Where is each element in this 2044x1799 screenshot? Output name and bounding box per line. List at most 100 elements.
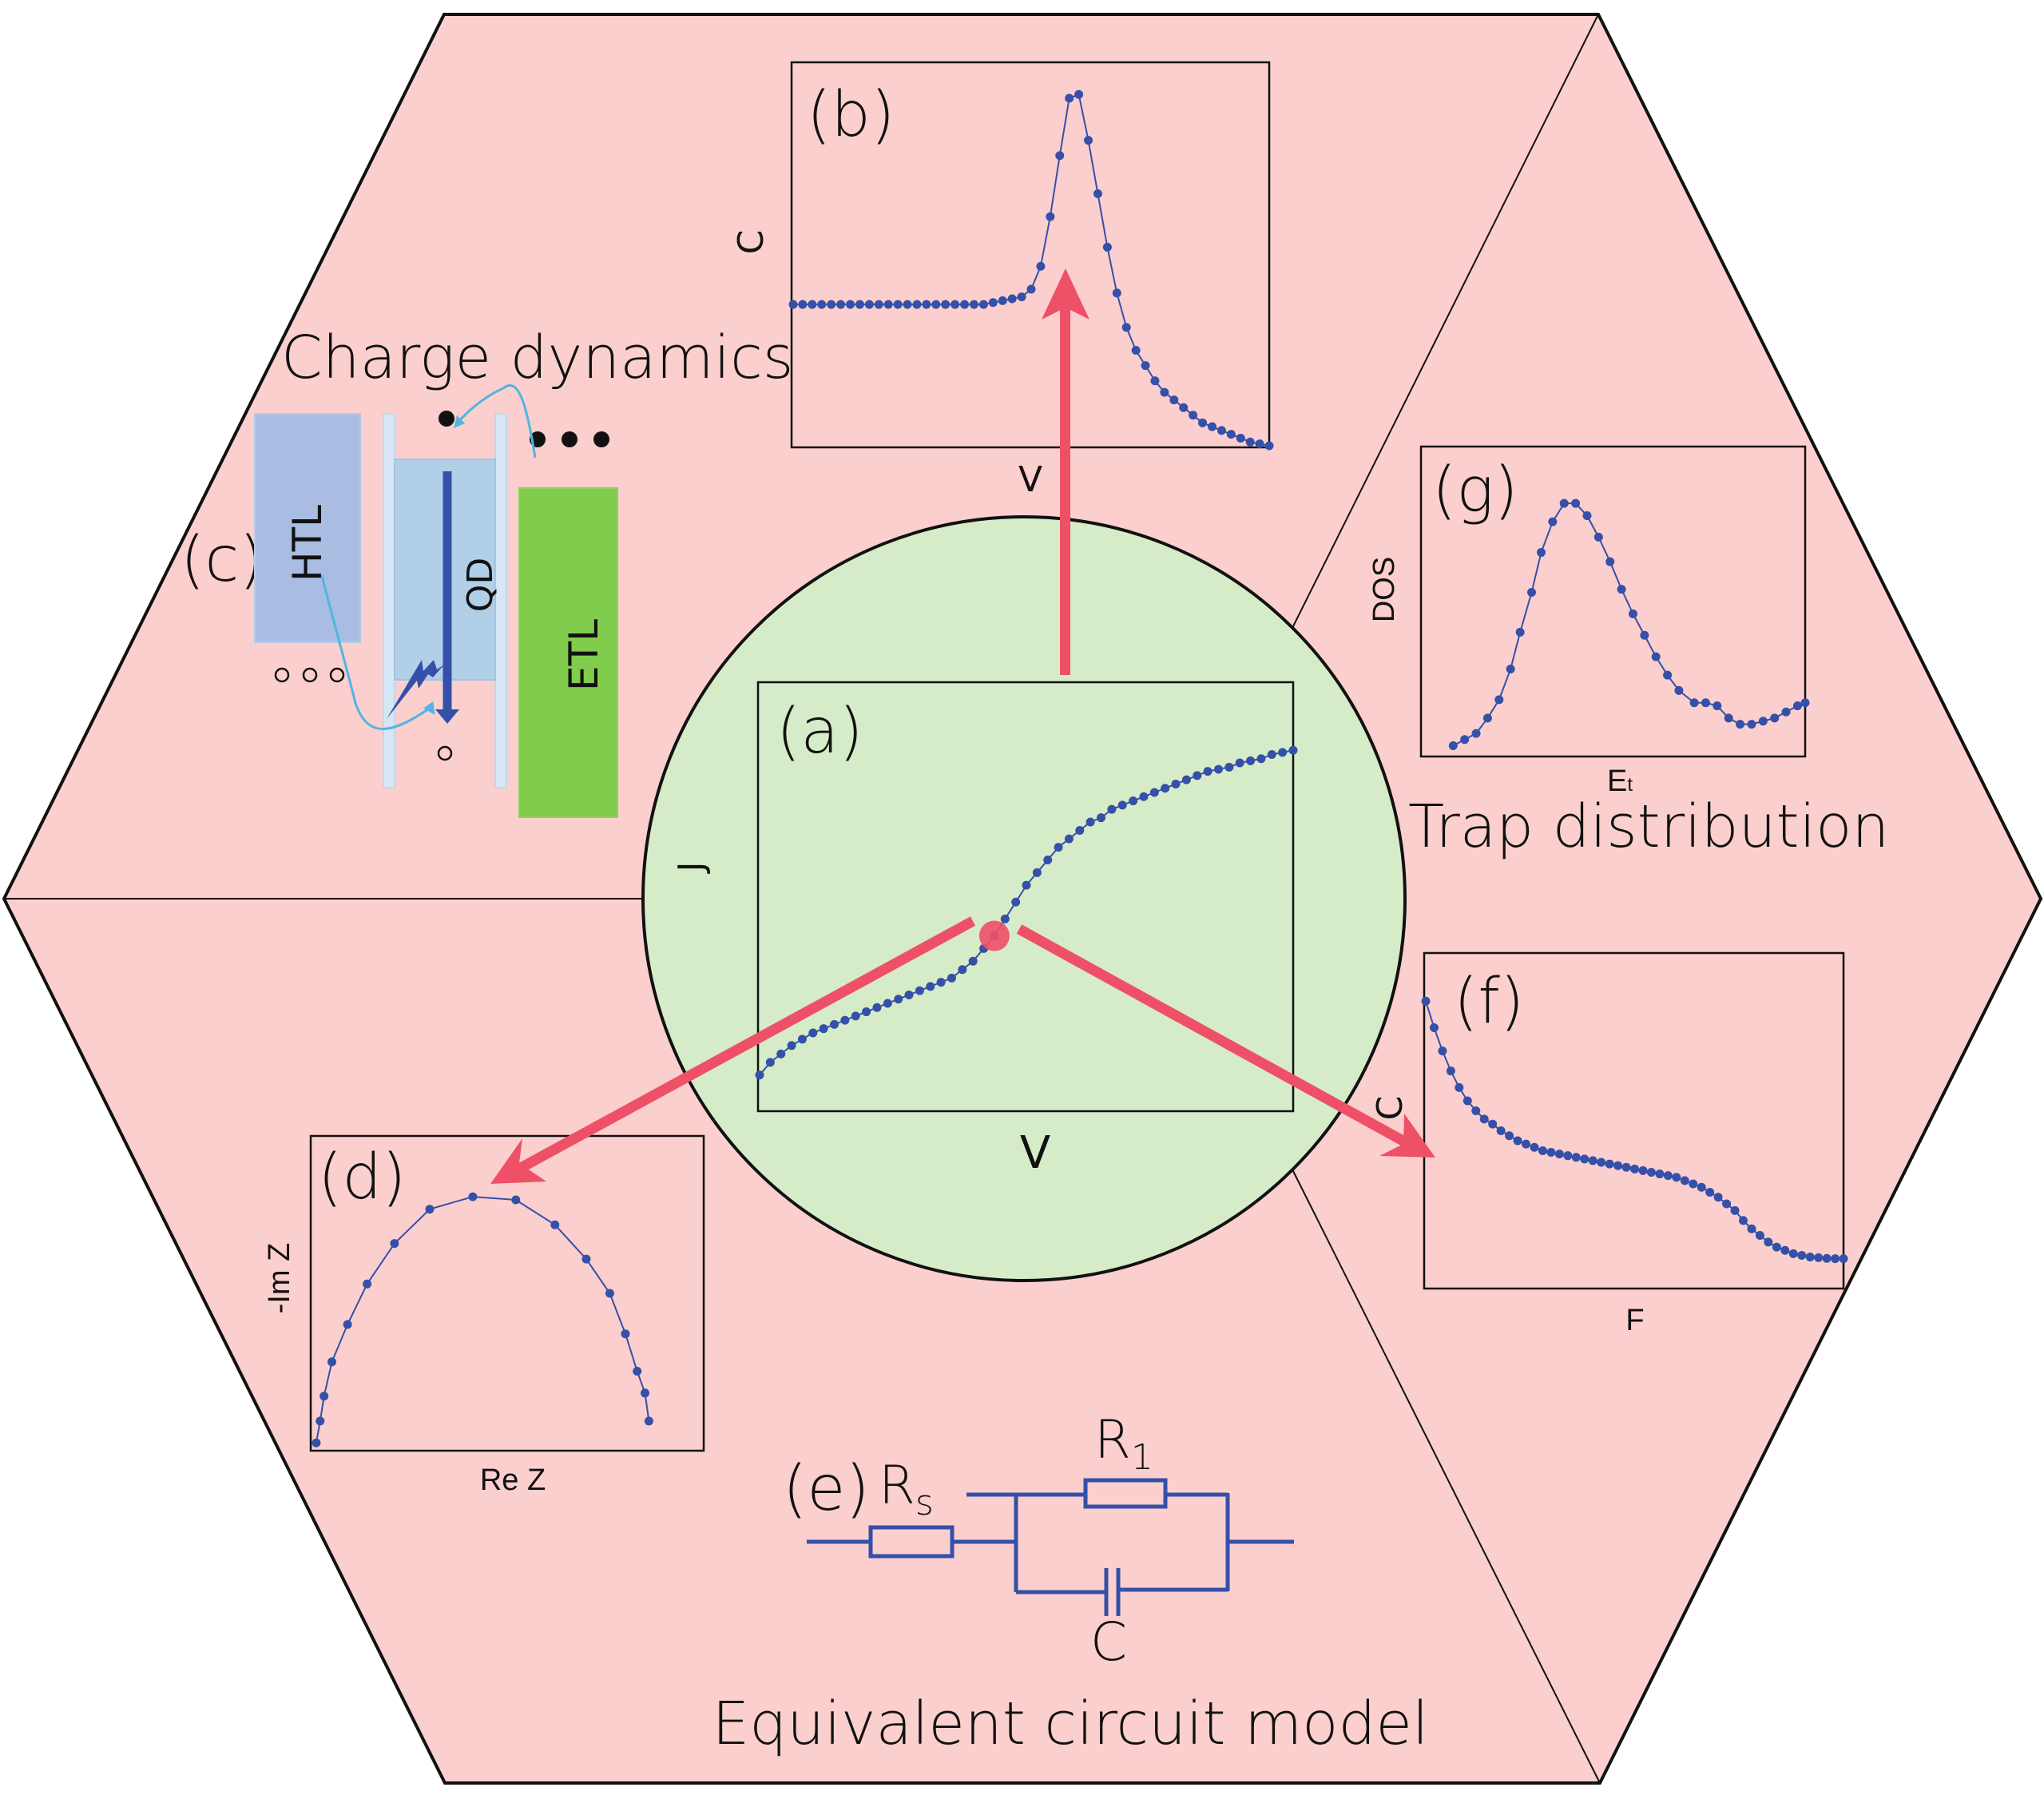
data-point-a-26 [1032,868,1042,877]
data-point-f-24 [1621,1162,1631,1172]
data-point-g-5 [1506,664,1515,673]
data-point-a-33 [1107,804,1117,814]
data-point-g-9 [1548,517,1558,526]
data-point-a-38 [1161,784,1170,793]
highlighted-operating-point [978,920,1010,951]
data-point-f-48 [1822,1253,1832,1263]
data-point-a-3 [787,1041,796,1050]
panel-a-frame [756,681,1295,1113]
panel-c-label: (c) [181,524,264,596]
qd-label: QD [460,558,501,613]
data-point-g-30 [1792,701,1802,711]
electron-etl-3 [593,431,609,447]
data-point-a-5 [808,1028,818,1038]
panel-f-ylabel: C [1370,1096,1411,1121]
data-point-f-20 [1588,1156,1597,1166]
data-point-a-1 [765,1058,775,1067]
panel-g-label: (g) [1432,455,1518,526]
data-point-b-14 [922,300,931,309]
data-point-b-0 [788,300,798,309]
data-point-f-4 [1455,1082,1464,1092]
data-point-a-34 [1117,800,1127,810]
sector-divider-upper-right [1292,14,1599,629]
data-point-b-38 [1150,376,1160,386]
data-point-b-43 [1198,418,1208,427]
data-point-a-6 [819,1024,828,1034]
data-point-b-19 [969,300,978,309]
data-point-a-23 [1000,914,1010,923]
data-point-a-20 [968,956,978,966]
data-point-b-26 [1036,261,1046,271]
etl-layer [518,487,618,818]
data-point-a-18 [947,973,956,983]
data-point-f-35 [1713,1193,1723,1202]
data-point-f-27 [1646,1167,1656,1177]
electron-injection-arrowhead-icon [454,415,465,428]
data-point-g-27 [1758,717,1768,726]
data-point-a-43 [1213,764,1223,774]
panel-a-jv-chart: (a) J V [671,681,1298,1179]
data-point-g-13 [1594,532,1603,542]
data-point-d-14 [633,1367,642,1376]
label-rs: Rs [879,1455,934,1523]
label-c: C [1090,1611,1127,1673]
data-point-d-6 [390,1239,399,1249]
data-point-a-4 [797,1035,807,1044]
panel-b-ylabel: C [731,230,772,255]
data-point-d-11 [581,1254,591,1264]
panel-d-nyquist-chart: (d) -Im Z Re Z [263,1134,705,1497]
panel-b-cv-chart: (b) C V [731,61,1274,500]
data-point-g-0 [1448,741,1458,750]
electron-injection-arrow [455,384,537,459]
data-point-f-28 [1655,1170,1665,1179]
hole-htl-3 [329,667,345,683]
data-point-a-19 [958,965,967,975]
data-point-a-31 [1086,817,1095,827]
section-title-charge-dynamics: Charge dynamics [281,324,793,392]
data-point-g-2 [1471,729,1481,738]
data-point-b-10 [883,300,893,309]
data-point-b-28 [1055,151,1065,161]
data-point-f-41 [1764,1237,1773,1247]
data-point-a-47 [1256,754,1266,764]
data-point-g-15 [1617,585,1626,594]
center-circle [641,515,1407,1282]
data-point-a-25 [1022,880,1031,890]
panel-g-dos-chart: (g) DOS Et [1367,445,1810,798]
label-r1: R1 [1094,1409,1153,1478]
data-point-g-8 [1536,548,1546,558]
data-point-f-33 [1697,1182,1706,1192]
data-point-g-18 [1651,652,1661,661]
data-point-b-24 [1017,292,1026,302]
arrow-to-f-head-icon [1379,1114,1435,1158]
data-point-g-24 [1724,713,1733,723]
data-point-a-48 [1267,749,1276,759]
data-point-b-30 [1074,89,1084,99]
data-point-b-48 [1245,437,1255,447]
data-point-g-16 [1628,609,1637,618]
panel-g-xlabel: Et [1607,764,1633,798]
data-point-d-1 [316,1416,325,1426]
panel-e-label: (e) [783,1453,870,1525]
data-point-b-33 [1102,242,1112,252]
data-point-a-2 [776,1049,786,1058]
data-point-b-31 [1084,136,1093,145]
data-point-g-4 [1494,695,1504,705]
data-point-a-45 [1235,758,1244,768]
data-point-g-12 [1582,510,1592,520]
hole-injection-arrowhead-icon [423,701,435,715]
data-point-b-8 [864,300,874,309]
data-point-b-12 [903,300,912,309]
data-point-f-21 [1597,1158,1606,1167]
data-point-f-40 [1755,1231,1764,1241]
data-point-b-21 [988,298,998,308]
data-point-f-13 [1530,1142,1539,1152]
panel-a-label: (a) [776,696,863,768]
data-point-b-32 [1093,189,1102,199]
data-point-b-49 [1255,439,1264,449]
data-point-a-11 [872,1003,882,1012]
data-point-b-13 [912,300,922,309]
data-point-f-49 [1831,1254,1840,1264]
panel-b-frame [790,61,1271,449]
